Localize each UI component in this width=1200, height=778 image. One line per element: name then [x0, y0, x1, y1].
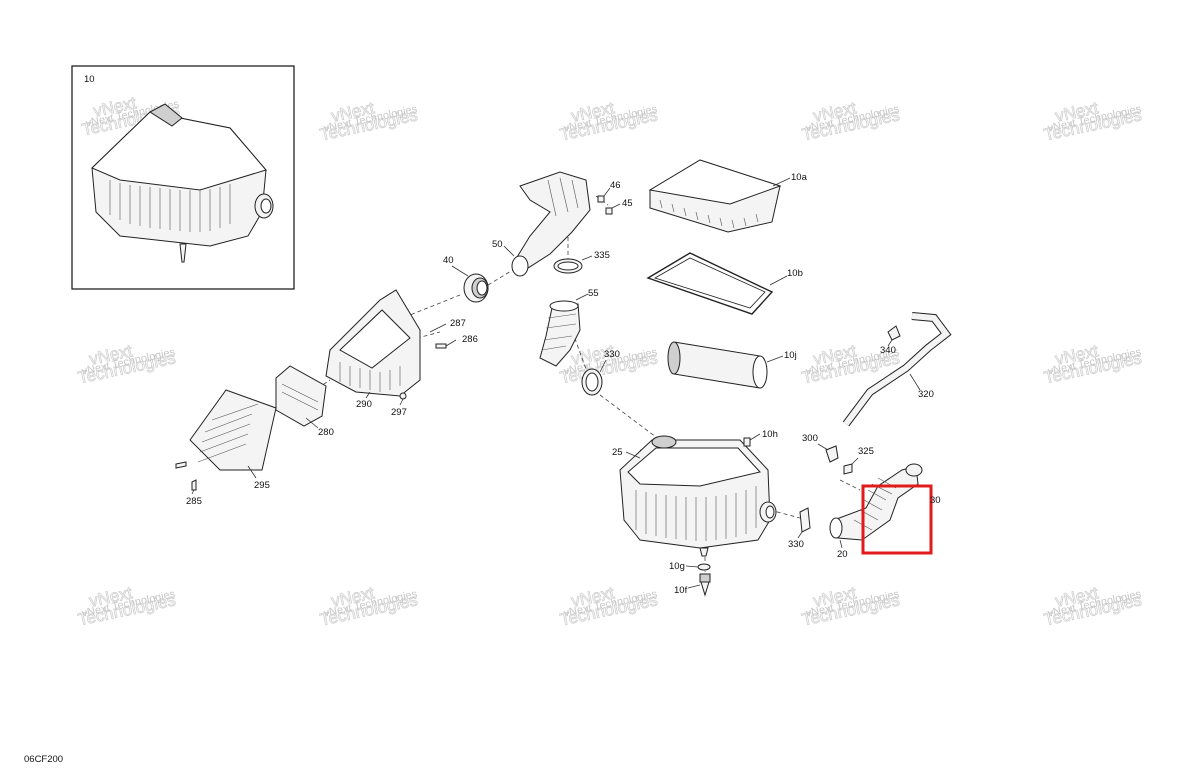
callout-20: 20 [837, 549, 848, 560]
callout-340: 340 [880, 345, 896, 356]
watermark: vNext Technologies vNext Technologies [76, 583, 178, 630]
part-10g-10f-drain [685, 563, 711, 597]
callout-290: 290 [356, 399, 372, 410]
inset-label: 10 [84, 74, 95, 85]
part-10b-gasket [646, 252, 788, 315]
part-295-cover [189, 389, 277, 479]
callout-286: 286 [462, 334, 478, 345]
watermark: vNext Technologies vNext Technologies [558, 583, 660, 630]
watermark: vNext Technologies vNext Technologies [558, 98, 660, 145]
parts-45-46-screws [597, 187, 621, 215]
callout-45: 45 [622, 198, 633, 209]
part-10j-filter [667, 341, 784, 389]
watermark: vNext Technologies vNext Technologies [1042, 341, 1144, 388]
parts-300-325 [817, 443, 859, 475]
callout-330-lower: 330 [788, 539, 804, 550]
inset-frame [71, 65, 295, 290]
callout-10a: 10a [791, 172, 808, 183]
part-297-screw [399, 392, 407, 406]
part-290-housing [325, 289, 421, 399]
watermark: vNext Technologies vNext Technologies [800, 583, 902, 630]
callout-325: 325 [858, 446, 874, 457]
callout-46: 46 [610, 180, 621, 191]
part-50-duct [503, 171, 591, 277]
part-340-fitting [887, 325, 901, 347]
callout-10b: 10b [787, 268, 803, 279]
callout-297: 297 [391, 407, 407, 418]
watermark: vNext Technologies vNext Technologies [1042, 583, 1144, 630]
part-280-grille [275, 365, 327, 429]
part-330-clamp-upper [581, 359, 607, 396]
callout-10g: 10g [669, 561, 685, 572]
callout-40: 40 [443, 255, 454, 266]
callout-285: 285 [186, 496, 202, 507]
watermark: vNext Technologies vNext Technologies [318, 98, 420, 145]
part-55-bellow [539, 293, 589, 367]
part-335-clamp [553, 255, 593, 274]
parts-286-287-screws [429, 323, 457, 349]
watermark: vNext Technologies vNext Technologies [800, 98, 902, 145]
callout-300: 300 [802, 433, 818, 444]
callout-50: 50 [492, 239, 503, 250]
callout-10f: 10f [674, 585, 688, 596]
callout-287: 287 [450, 318, 466, 329]
callout-25: 25 [612, 447, 623, 458]
callout-10j: 10j [784, 350, 797, 361]
watermark: vNext Technologies vNext Technologies [1042, 98, 1144, 145]
inset-assembly-10: 10 [71, 65, 295, 290]
callout-280: 280 [318, 427, 334, 438]
callout-295: 295 [254, 480, 270, 491]
highlight-box [861, 484, 933, 555]
callout-10h: 10h [762, 429, 778, 440]
callout-55: 55 [588, 288, 599, 299]
callouts: 46 45 10a 50 335 40 10b 55 287 286 330 1… [186, 172, 941, 596]
airbox-assembly-drawing [91, 103, 274, 263]
part-20-30-lower-duct [829, 463, 923, 549]
callout-320: 320 [918, 389, 934, 400]
callout-330-upper: 330 [604, 349, 620, 360]
part-10a-cover [648, 159, 791, 233]
callout-335: 335 [594, 250, 610, 261]
diagram-code: 06CF200 [24, 754, 63, 765]
part-330-clamp-lower [797, 507, 811, 539]
watermark: vNext Technologies vNext Technologies [318, 583, 420, 630]
part-320-tube [842, 312, 952, 427]
part-285-screw [175, 461, 197, 495]
airbox-body [619, 433, 777, 557]
watermark: vNext Technologies vNext Technologies [76, 341, 178, 388]
callout-30: 30 [930, 495, 941, 506]
part-40-coupler [451, 265, 489, 303]
